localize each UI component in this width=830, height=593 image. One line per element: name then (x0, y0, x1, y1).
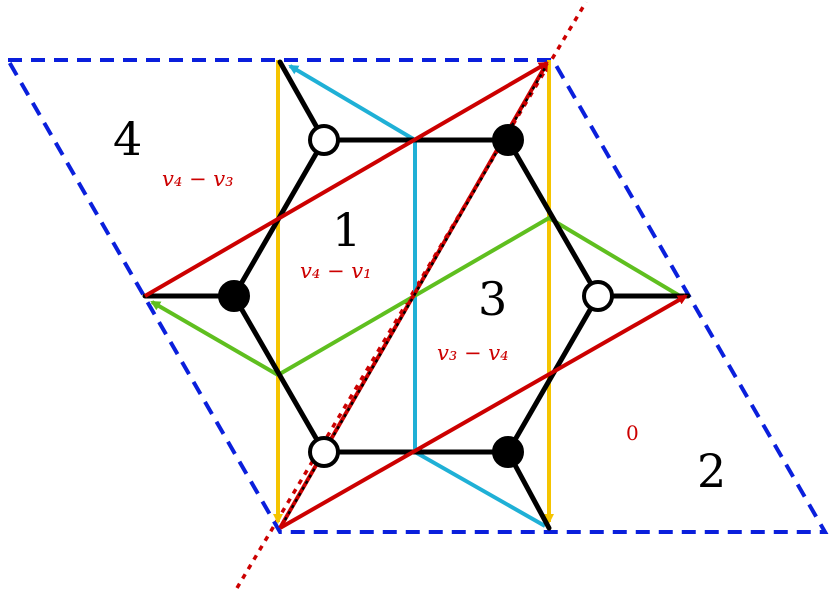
label-v4-minus-v3: v₄ − v₃ (162, 167, 234, 191)
green-arrow-left (150, 300, 280, 377)
cyan-arrow-top (288, 64, 417, 142)
face-label-3: 3 (478, 272, 507, 326)
label-v3-minus-v4: v₃ − v₄ (437, 341, 509, 365)
face-label-4: 4 (113, 112, 142, 166)
red-arrow-left-to-topright (143, 61, 549, 298)
white-node-right (582, 280, 614, 312)
red-arrow-bottomleft-to-right (279, 294, 688, 530)
black-node-bottom (492, 436, 524, 468)
white-node-top (308, 124, 340, 156)
nodes (218, 124, 614, 468)
green-path (276, 215, 682, 377)
label-v4-minus-v1: v₄ − v₁ (300, 259, 372, 283)
black-node-top (492, 124, 524, 156)
fundamental-domain-boundary (4, 58, 829, 534)
white-node-bottom (308, 436, 340, 468)
black-node-left (218, 280, 250, 312)
label-zero: 0 (626, 421, 639, 445)
face-label-2: 2 (697, 444, 726, 498)
face-label-1: 1 (332, 203, 361, 257)
cyan-path-lower (413, 140, 546, 528)
